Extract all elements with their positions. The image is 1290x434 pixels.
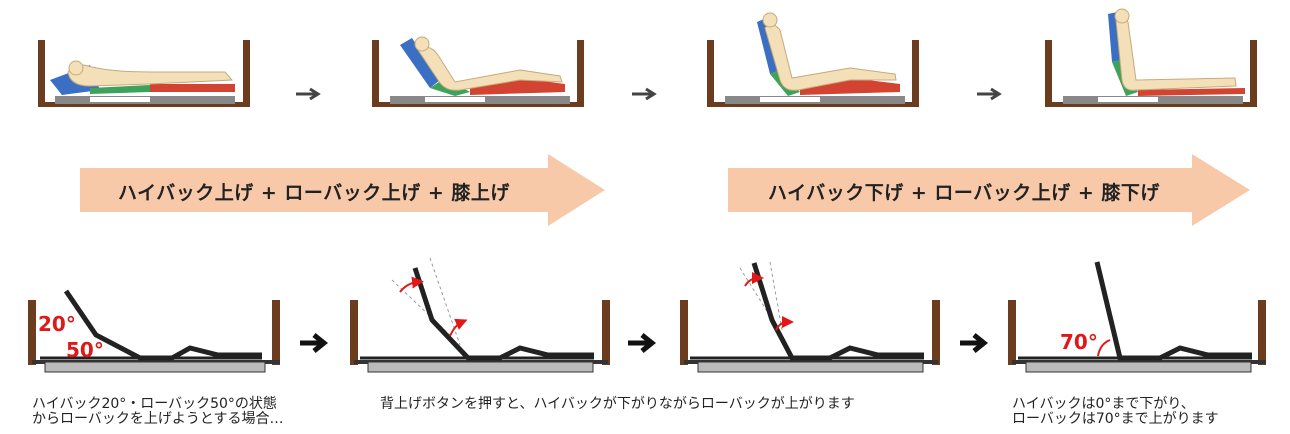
angle-label-low-back: 50° xyxy=(66,338,104,362)
caption-step4: ハイバックは0°まで下がり、 ローバックは70°まで上がります xyxy=(1012,397,1219,427)
bottom-bed-3 xyxy=(680,261,940,373)
top-bed-4 xyxy=(1045,8,1257,107)
banner-label-lower: ハイバック下げ + ローバック上げ + 膝下げ xyxy=(768,182,1160,204)
caption-step1-line1: ハイバック20°・ローバック50°の状態 xyxy=(32,396,277,412)
angle-label-low-back-70: 70° xyxy=(1060,330,1098,354)
caption-step2: 背上げボタンを押すと、ハイバックが下がりながらローバックが上がります xyxy=(380,396,855,412)
arrow-right-icon xyxy=(296,87,321,101)
bottom-bed-1 xyxy=(28,289,280,373)
banner-arrow-1 xyxy=(80,154,605,226)
top-bed-1 xyxy=(38,40,250,107)
banner-label-raise: ハイバック上げ + ローバック上げ + 膝上げ xyxy=(118,182,510,204)
caption-step1-line2: からローバックを上げようとする場合… xyxy=(32,411,284,427)
angle-label-high-back: 20° xyxy=(38,312,76,336)
bottom-bed-4 xyxy=(1008,261,1266,373)
bottom-bed-2 xyxy=(350,257,610,373)
top-bed-3 xyxy=(707,12,919,107)
top-bed-2 xyxy=(372,36,584,107)
banner-arrow-2 xyxy=(728,154,1250,226)
caption-step4-line2: ローバックは70°まで上がります xyxy=(1012,411,1219,427)
caption-step1: ハイバック20°・ローバック50°の状態 からローバックを上げようとする場合… xyxy=(32,397,283,427)
caption-step4-line1: ハイバックは0°まで下がり、 xyxy=(1012,396,1195,412)
